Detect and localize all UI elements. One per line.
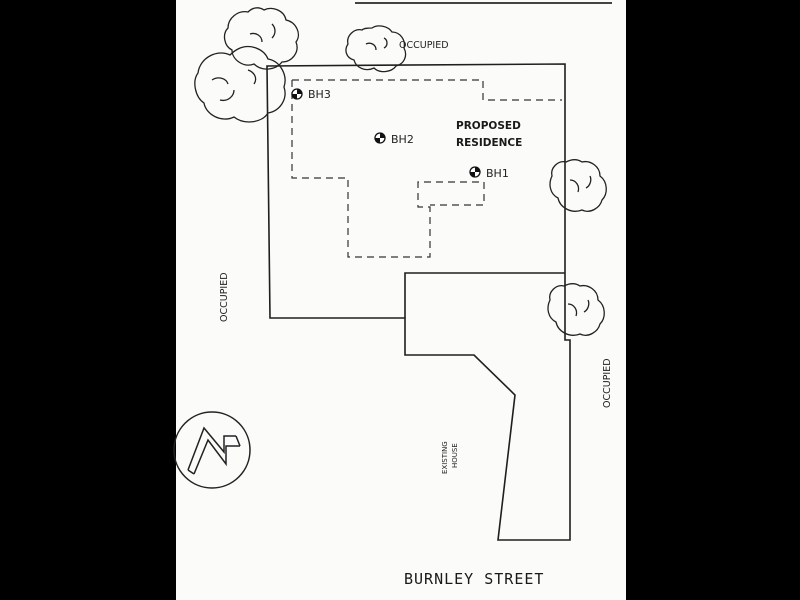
site-boundary: [266, 63, 571, 541]
borehole-marker-bh2: [374, 132, 386, 144]
existing-label-line1: EXISTING: [441, 441, 449, 474]
occupied-label-left: OCCUPIED: [219, 272, 230, 322]
borehole-marker-bh3: [291, 88, 303, 100]
borehole-label-bh2: BH2: [391, 133, 414, 146]
borehole-marker-bh1: [469, 166, 481, 178]
tree-top-left-small: [223, 7, 300, 70]
tree-top-center: [345, 25, 407, 73]
occupied-label-right: OCCUPIED: [602, 358, 613, 408]
tree-right-upper: [549, 159, 607, 212]
proposed-label-line2: RESIDENCE: [456, 137, 522, 149]
occupied-label-top: OCCUPIED: [399, 40, 449, 51]
tree-right-lower: [547, 283, 605, 336]
existing-house-outline: [404, 272, 565, 318]
borehole-label-bh3: BH3: [308, 88, 331, 101]
existing-label-line2: HOUSE: [451, 443, 459, 468]
street-label: BURNLEY STREET: [404, 570, 544, 588]
proposed-residence-footprint: [291, 79, 562, 258]
north-arrow-icon: [173, 411, 251, 489]
proposed-label-line1: PROPOSED: [456, 120, 521, 132]
tree-top-left-large: [194, 45, 286, 123]
borehole-label-bh1: BH1: [486, 167, 509, 180]
